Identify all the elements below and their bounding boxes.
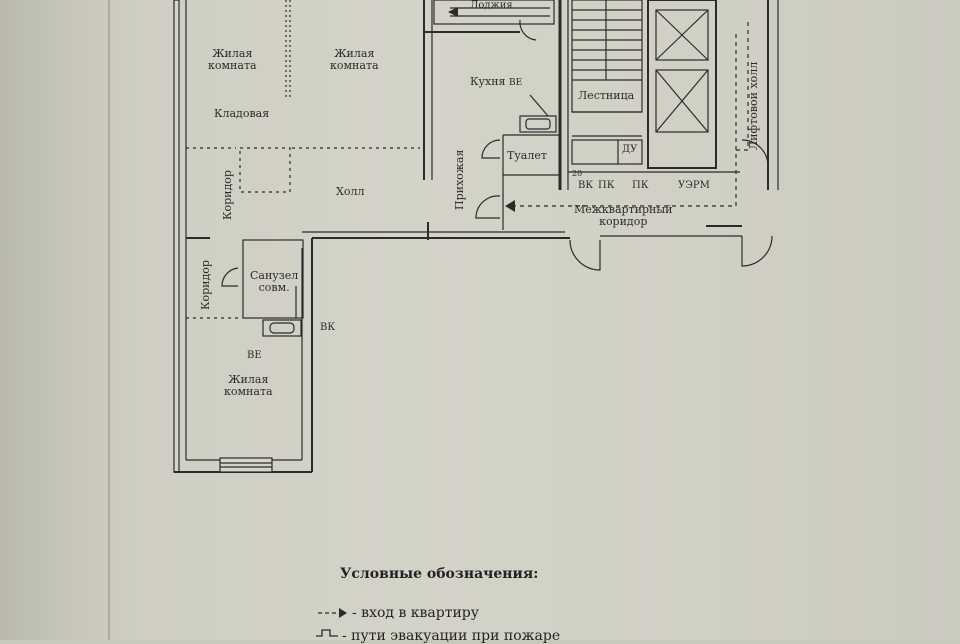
storage-outline (239, 147, 291, 193)
entry-door-icon (475, 195, 501, 219)
loggia-arrow-icon (448, 7, 458, 17)
elevator-hall-door-icon (741, 139, 769, 167)
room-hall: Холл (336, 185, 365, 198)
loggia-door-icon (519, 19, 537, 41)
legend-evac-icon (316, 629, 338, 637)
paper-fold (108, 0, 110, 640)
room-kitchen: Кухня (470, 75, 506, 88)
corridor-door-right-icon (741, 235, 773, 267)
room-corridor-common: Межквартирный коридор (574, 203, 673, 228)
room-loggia: Лоджия (470, 0, 513, 11)
bathtub-icon (262, 319, 302, 337)
mark-vk-bath: ВК (320, 322, 336, 333)
corridor-door-left-icon (569, 239, 601, 271)
room-corridor-1: Коридор (221, 170, 234, 220)
mark-uerm: УЭРМ (678, 180, 710, 191)
mark-ve-bath: ВЕ (247, 350, 262, 361)
room-bathroom: Санузел совм. (250, 269, 299, 294)
toilet-door-icon (481, 139, 501, 159)
room-toilet: Туалет (507, 149, 547, 162)
mark-pk-1: ПК (598, 180, 615, 191)
room-living-3: Жилая комната (224, 373, 273, 398)
legend-entry: - вход в квартиру (352, 605, 480, 621)
mark-du: ДУ (622, 144, 638, 155)
legend-evac: - пути эвакуации при пожаре (342, 628, 561, 644)
room-storage: Кладовая (214, 107, 270, 120)
legend-title: Условные обозначения: (340, 566, 539, 582)
mark-num: 20 (572, 169, 583, 178)
room-hallway: Прихожая (453, 149, 466, 210)
entry-arrow-icon (505, 200, 515, 212)
room-living-1: Жилая комната (208, 47, 257, 72)
room-staircase: Лестница (578, 89, 635, 102)
mark-pk-2: ПК (632, 180, 649, 191)
room-elevator-hall: Лифтовой холл (747, 61, 760, 150)
room-living-2: Жилая комната (330, 47, 379, 72)
mark-ve-kitchen: ВЕ (509, 78, 523, 88)
loggia-outline (433, 0, 555, 25)
sink-icon (519, 115, 557, 133)
evacuation-path (512, 20, 749, 207)
bathroom-walls (242, 239, 304, 319)
mark-vk: ВК (578, 180, 594, 191)
outer-wall-left (173, 0, 180, 473)
elevator-block (647, 0, 717, 169)
room-corridor-2: Коридор (199, 260, 212, 310)
legend-entry-arrow-icon (339, 608, 347, 618)
bath-door-icon (221, 267, 239, 287)
stair-steps (572, 9, 642, 81)
window-bottom (219, 457, 273, 473)
